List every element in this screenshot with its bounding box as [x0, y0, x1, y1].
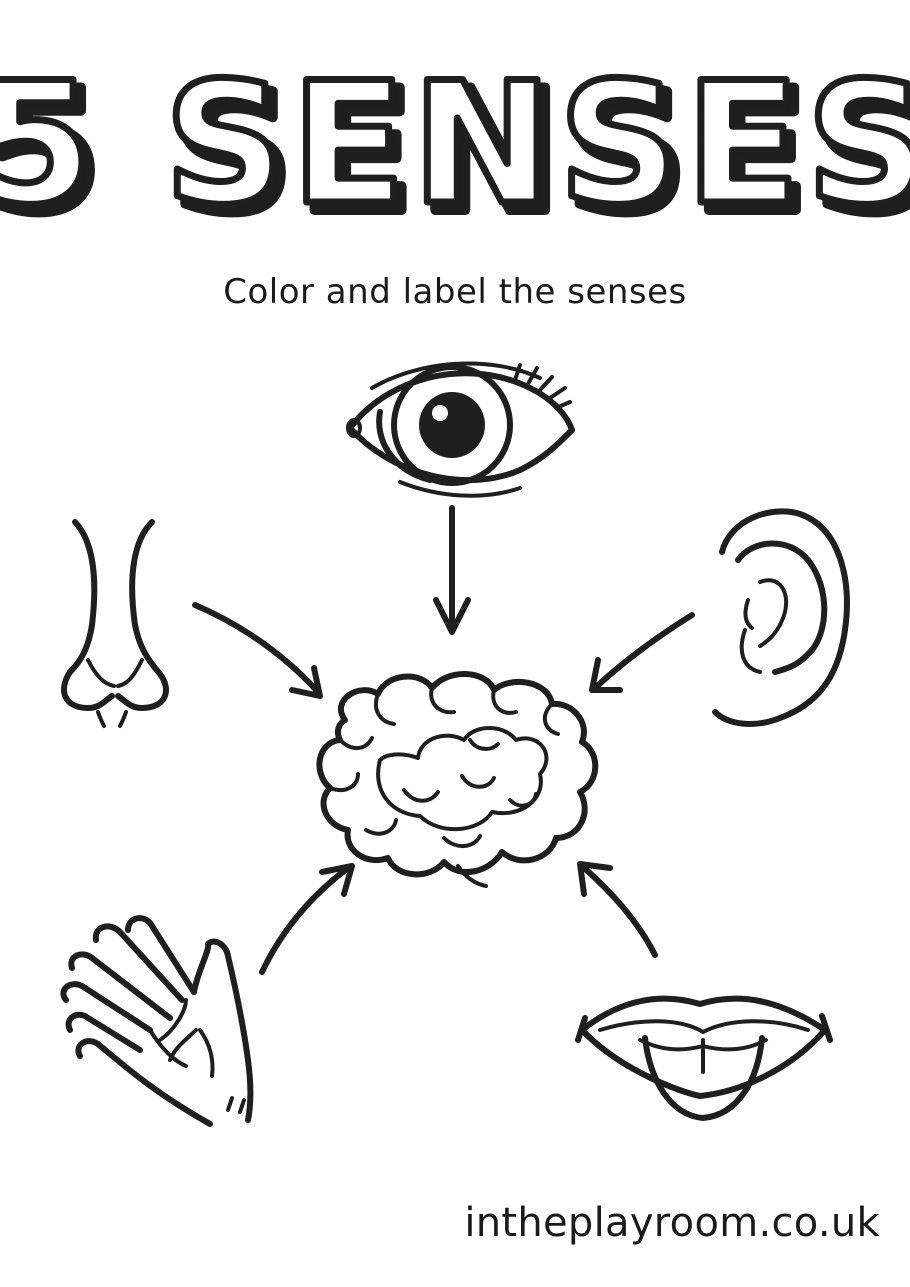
- website-credit: intheplayroom.co.uk: [464, 1200, 880, 1246]
- hand-icon: [60, 915, 254, 1127]
- arrow-mouth-to-brain: [577, 861, 658, 958]
- mouth-icon: [575, 995, 833, 1121]
- ear-icon: [712, 508, 850, 727]
- page-title: 5 SENSES 5 SENSES: [0, 60, 910, 230]
- arrow-nose-to-brain: [192, 602, 323, 699]
- instructions-text: Color and label the senses: [223, 272, 687, 312]
- brain-icon: [316, 671, 599, 888]
- arrow-hand-to-brain: [259, 863, 355, 975]
- title-shadow: 5 SENSES: [0, 60, 910, 230]
- eye-icon: [346, 361, 575, 498]
- arrow-eye-to-brain: [433, 505, 471, 635]
- arrow-ear-to-brain: [589, 612, 695, 693]
- nose-icon: [61, 519, 169, 728]
- title-face: 5 SENSES: [0, 60, 910, 230]
